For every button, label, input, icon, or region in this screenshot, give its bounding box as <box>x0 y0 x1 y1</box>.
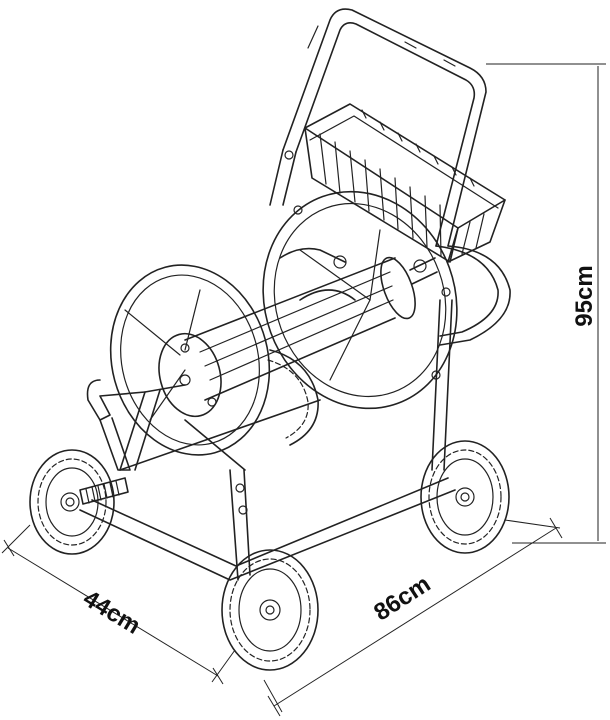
rear-left-wheel <box>267 349 319 446</box>
length-label: 86cm <box>369 570 435 626</box>
reel-drum-core <box>184 247 438 401</box>
crank-handle <box>79 379 186 505</box>
wire-basket <box>304 103 506 263</box>
base-frame <box>79 399 456 581</box>
dimension-height: 95cm <box>486 63 606 544</box>
width-label: 44cm <box>78 585 145 640</box>
handle-frame <box>269 8 487 247</box>
crank-grip <box>79 477 129 505</box>
height-label: 95cm <box>571 265 598 326</box>
front-left-wheel <box>29 449 115 555</box>
front-right-wheel <box>221 549 319 671</box>
rear-right-wheel <box>420 440 510 554</box>
rear-side-frame <box>431 245 511 471</box>
